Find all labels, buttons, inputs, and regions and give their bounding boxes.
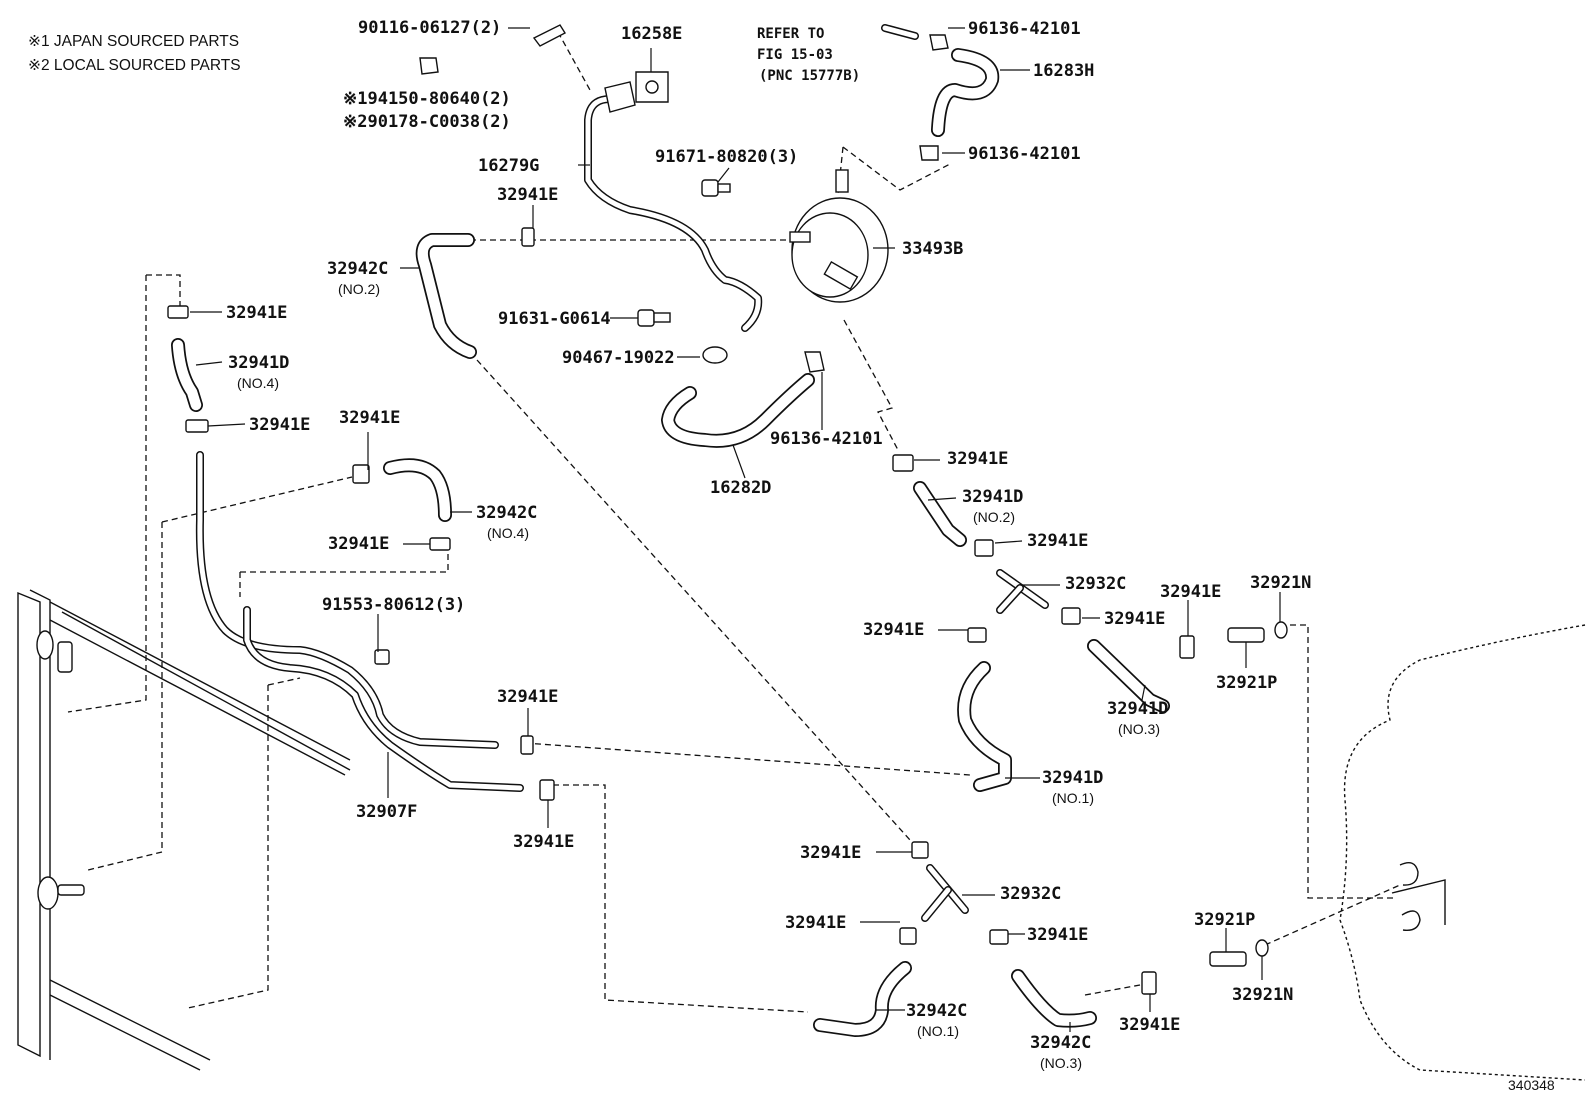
label-33493b: 33493B: [902, 239, 963, 259]
label-91631-g0614: 91631-G0614: [498, 309, 611, 329]
label-32932c-a: 32932C: [1065, 574, 1126, 594]
sublabel-no2-b: (NO.2): [973, 509, 1015, 525]
label-96136-42101-low: 96136-42101: [770, 429, 883, 449]
label-32907f: 32907F: [356, 802, 417, 822]
label-16279g: 16279G: [478, 156, 539, 176]
note-local-sourced: ※2 LOCAL SOURCED PARTS: [28, 57, 241, 74]
label-32941e-g: 32941E: [1027, 531, 1088, 551]
label-96136-42101-top: 96136-42101: [968, 19, 1081, 39]
label-32921p-a: 32921P: [1216, 673, 1277, 693]
label-91553-80612: 91553-80612(3): [322, 595, 465, 615]
label-91671-80820: 91671-80820(3): [655, 147, 798, 167]
reference-line-1: REFER TO: [757, 26, 824, 42]
sublabel-no2-a: (NO.2): [338, 281, 380, 297]
pipe-shapes: [195, 95, 763, 792]
label-32941e-k: 32941E: [497, 687, 558, 707]
label-32941e-o: 32941E: [1027, 925, 1088, 945]
sublabel-no3-b: (NO.3): [1040, 1055, 1082, 1071]
label-32921p-b: 32921P: [1194, 910, 1255, 930]
label-16283h: 16283H: [1033, 61, 1094, 81]
label-32941e-c: 32941E: [249, 415, 310, 435]
label-32941e-p: 32941E: [1119, 1015, 1180, 1035]
label-32932c-b: 32932C: [1000, 884, 1061, 904]
label-32941d-no2: 32941D: [962, 487, 1023, 507]
sublabel-no3-a: (NO.3): [1118, 721, 1160, 737]
label-32941e-a: 32941E: [497, 185, 558, 205]
label-32942c-no1: 32942C: [906, 1001, 967, 1021]
note-japan-sourced: ※1 JAPAN SOURCED PARTS: [28, 33, 239, 50]
assembly-lines: [67, 31, 1401, 1013]
transmission-housing-drawing: [1339, 624, 1586, 1081]
label-32941d-no1: 32941D: [1042, 768, 1103, 788]
label-32941e-f: 32941E: [947, 449, 1008, 469]
sublabel-no1-a: (NO.1): [1052, 790, 1094, 806]
label-32941e-d: 32941E: [339, 408, 400, 428]
radiator-drawing: [17, 589, 351, 1071]
label-32941e-j: 32941E: [1160, 582, 1221, 602]
label-32921n-a: 32921N: [1250, 573, 1311, 593]
leader-lines: [190, 27, 1281, 1032]
label-32942c-no4: 32942C: [476, 503, 537, 523]
label-32942c-no2: 32942C: [327, 259, 388, 279]
label-32941e-h: 32941E: [863, 620, 924, 640]
label-32941d-no3: 32941D: [1107, 699, 1168, 719]
sublabel-no4-b: (NO.4): [487, 525, 529, 541]
sublabel-no4-a: (NO.4): [237, 375, 279, 391]
label-32941e-e: 32941E: [328, 534, 389, 554]
label-32942c-no3: 32942C: [1030, 1033, 1091, 1053]
small-parts: [167, 24, 1288, 995]
sublabel-no1-b: (NO.1): [917, 1023, 959, 1039]
label-32941e-b: 32941E: [226, 303, 287, 323]
label-290178-c0038: ※290178-C0038(2): [343, 112, 511, 132]
part-labels: 90116-06127(2) ※194150-80640(2) ※290178-…: [226, 18, 1311, 1071]
label-32941e-m: 32941E: [800, 843, 861, 863]
label-32941e-n: 32941E: [785, 913, 846, 933]
label-32941e-l: 32941E: [513, 832, 574, 852]
label-96136-42101-mid: 96136-42101: [968, 144, 1081, 164]
label-90116-06127: 90116-06127(2): [358, 18, 501, 38]
reference-line-3: (PNC 15777B): [759, 68, 860, 84]
diagram-id: 340348: [1508, 1077, 1555, 1093]
label-32941d-no4: 32941D: [228, 353, 289, 373]
label-16258e: 16258E: [621, 24, 682, 44]
reference-line-2: FIG 15-03: [757, 47, 833, 63]
label-16282d: 16282D: [710, 478, 771, 498]
label-32941e-i: 32941E: [1104, 609, 1165, 629]
label-90467-19022: 90467-19022: [562, 348, 675, 368]
label-194150-80640: ※194150-80640(2): [343, 89, 511, 109]
label-32921n-b: 32921N: [1232, 985, 1293, 1005]
